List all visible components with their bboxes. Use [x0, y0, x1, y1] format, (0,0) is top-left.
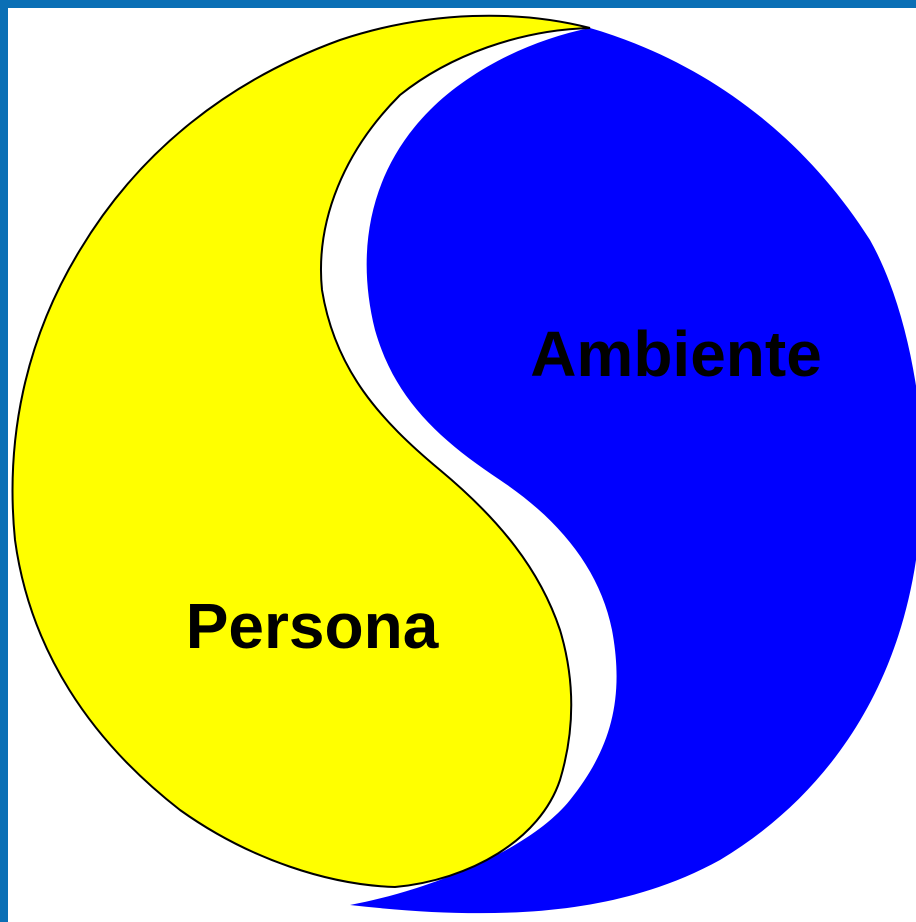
- persona-shape: [11, 14, 591, 889]
- ambiente-shape: [350, 28, 916, 914]
- ambiente-label: Ambiente: [530, 318, 822, 390]
- frame-left-border: [0, 0, 8, 922]
- persona-label: Persona: [186, 590, 439, 662]
- frame-top-border: [0, 0, 916, 8]
